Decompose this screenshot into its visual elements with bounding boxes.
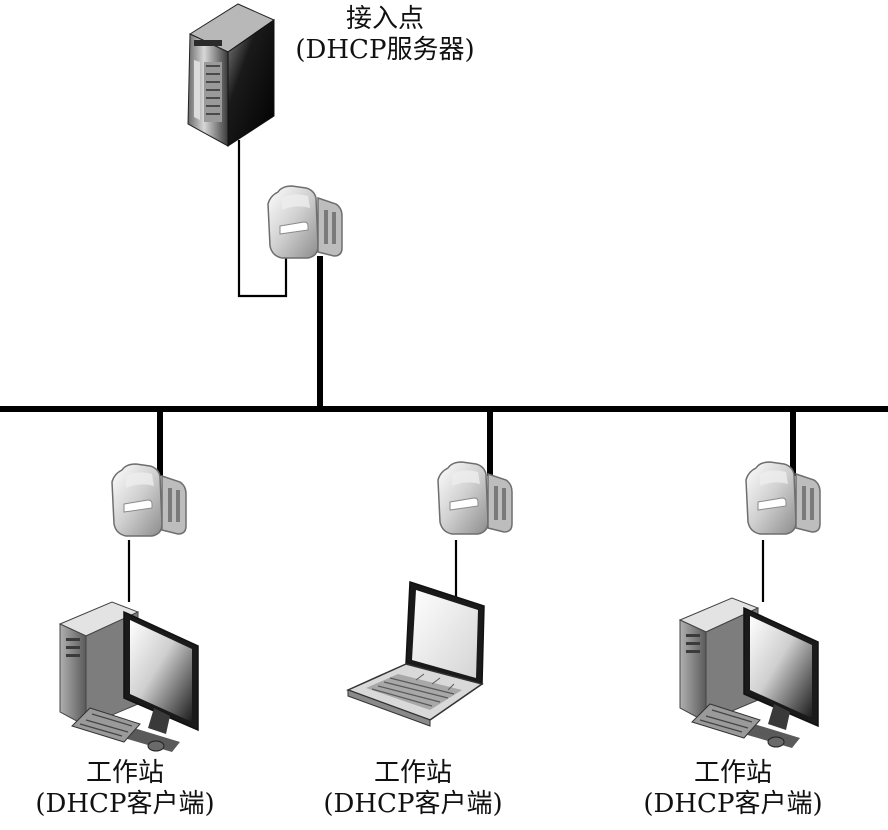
workstation-subtitle: (DHCP客户端) <box>643 788 823 819</box>
network-adapter-icon <box>111 463 187 537</box>
network-adapter-icon <box>745 461 821 535</box>
workstation-subtitle: (DHCP客户端) <box>323 788 503 819</box>
workstation-label-2: 工作站 (DHCP客户端) <box>298 758 528 819</box>
server-link <box>237 140 323 410</box>
workstation-title: 工作站 <box>85 758 164 788</box>
desktop-computer-icon <box>59 601 199 753</box>
laptop-icon <box>347 581 485 727</box>
workstation-label-1: 工作站 (DHCP客户端) <box>10 758 240 819</box>
server-subtitle: (DHCP服务器) <box>295 34 475 65</box>
server-title: 接入点 <box>345 4 424 34</box>
desktop-computer-icon <box>679 597 819 749</box>
server-label: 接入点 (DHCP服务器) <box>260 4 510 65</box>
network-adapter-icon <box>267 185 343 259</box>
workstation-label-3: 工作站 (DHCP客户端) <box>618 758 848 819</box>
network-adapter-icon <box>437 461 513 535</box>
workstation-title: 工作站 <box>693 758 772 788</box>
workstation-subtitle: (DHCP客户端) <box>35 788 215 819</box>
workstation-title: 工作站 <box>373 758 452 788</box>
